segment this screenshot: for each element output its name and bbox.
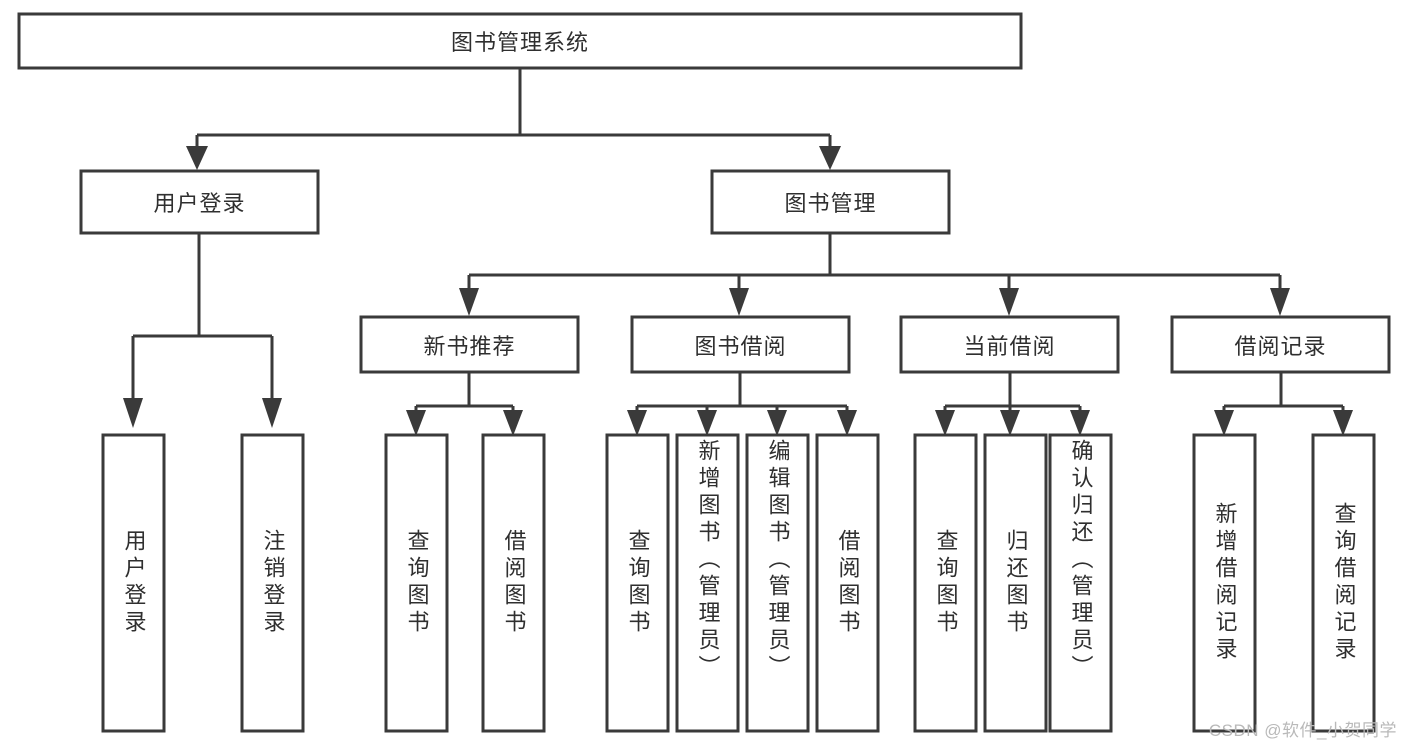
connector-borrow-record-to-leaves xyxy=(1222,372,1345,412)
watermark-text: CSDN @软件_小贺同学 xyxy=(1208,721,1397,740)
arrowhead-to-book-borrow xyxy=(729,288,749,316)
arrowhead-to-leaf-add-record xyxy=(1214,410,1234,436)
arrowhead-to-leaf-borrow-book-2 xyxy=(837,410,857,436)
node-leaf-query-book-3-box[interactable] xyxy=(913,433,978,733)
arrowhead-to-leaf-logout-login xyxy=(262,398,282,428)
connector-book-borrow-to-leaves xyxy=(635,372,849,412)
arrowhead-to-user-login xyxy=(186,146,208,170)
node-leaf-confirm-return-box[interactable] xyxy=(1048,433,1113,733)
node-leaf-query-book-2-box[interactable] xyxy=(605,433,670,733)
node-leaf-add-book-box[interactable] xyxy=(675,433,740,733)
arrowhead-to-leaf-query-book-1 xyxy=(406,410,426,436)
arrowhead-to-leaf-borrow-book-1 xyxy=(503,410,523,436)
connector-user-login-to-leaves xyxy=(131,233,274,400)
node-root-box[interactable] xyxy=(17,12,1023,70)
arrowhead-to-leaf-query-book-3 xyxy=(935,410,955,436)
connector-current-borrow-to-leaves xyxy=(943,372,1082,412)
node-new-book-rec-box[interactable] xyxy=(359,315,580,374)
arrowhead-to-leaf-query-book-2 xyxy=(627,410,647,436)
node-leaf-add-record-box[interactable] xyxy=(1192,433,1257,733)
node-leaf-borrow-book-1-box[interactable] xyxy=(481,433,546,733)
node-current-borrow-box[interactable] xyxy=(899,315,1120,374)
node-leaf-query-book-1-box[interactable] xyxy=(384,433,449,733)
node-leaf-borrow-book-2-box[interactable] xyxy=(815,433,880,733)
arrowhead-to-leaf-user-login xyxy=(123,398,143,428)
node-leaf-user-login-box[interactable] xyxy=(101,433,166,733)
node-borrow-record-box[interactable] xyxy=(1170,315,1391,374)
connector-new-book-rec-to-leaves xyxy=(414,372,515,412)
arrowhead-to-leaf-confirm-return xyxy=(1070,410,1090,436)
arrowhead-to-leaf-query-record xyxy=(1333,410,1353,436)
node-leaf-return-book-box[interactable] xyxy=(983,433,1048,733)
arrowhead-to-new-book-rec xyxy=(459,288,479,316)
arrowhead-to-leaf-add-book xyxy=(697,410,717,436)
connector-root-to-level2 xyxy=(195,68,832,148)
node-leaf-query-record-box[interactable] xyxy=(1311,433,1376,733)
node-user-login-box[interactable] xyxy=(79,169,320,235)
node-leaf-logout-login-box[interactable] xyxy=(240,433,305,733)
node-book-borrow-box[interactable] xyxy=(630,315,851,374)
node-leaf-edit-book-box[interactable] xyxy=(745,433,810,733)
arrowhead-to-leaf-edit-book xyxy=(767,410,787,436)
arrowhead-to-current-borrow xyxy=(999,288,1019,316)
node-book-manage-box[interactable] xyxy=(710,169,951,235)
connector-book-manage-to-level3 xyxy=(467,233,1282,290)
arrowhead-to-leaf-return-book xyxy=(1000,410,1020,436)
arrowhead-to-book-manage xyxy=(819,146,841,170)
arrowhead-to-borrow-record xyxy=(1270,288,1290,316)
